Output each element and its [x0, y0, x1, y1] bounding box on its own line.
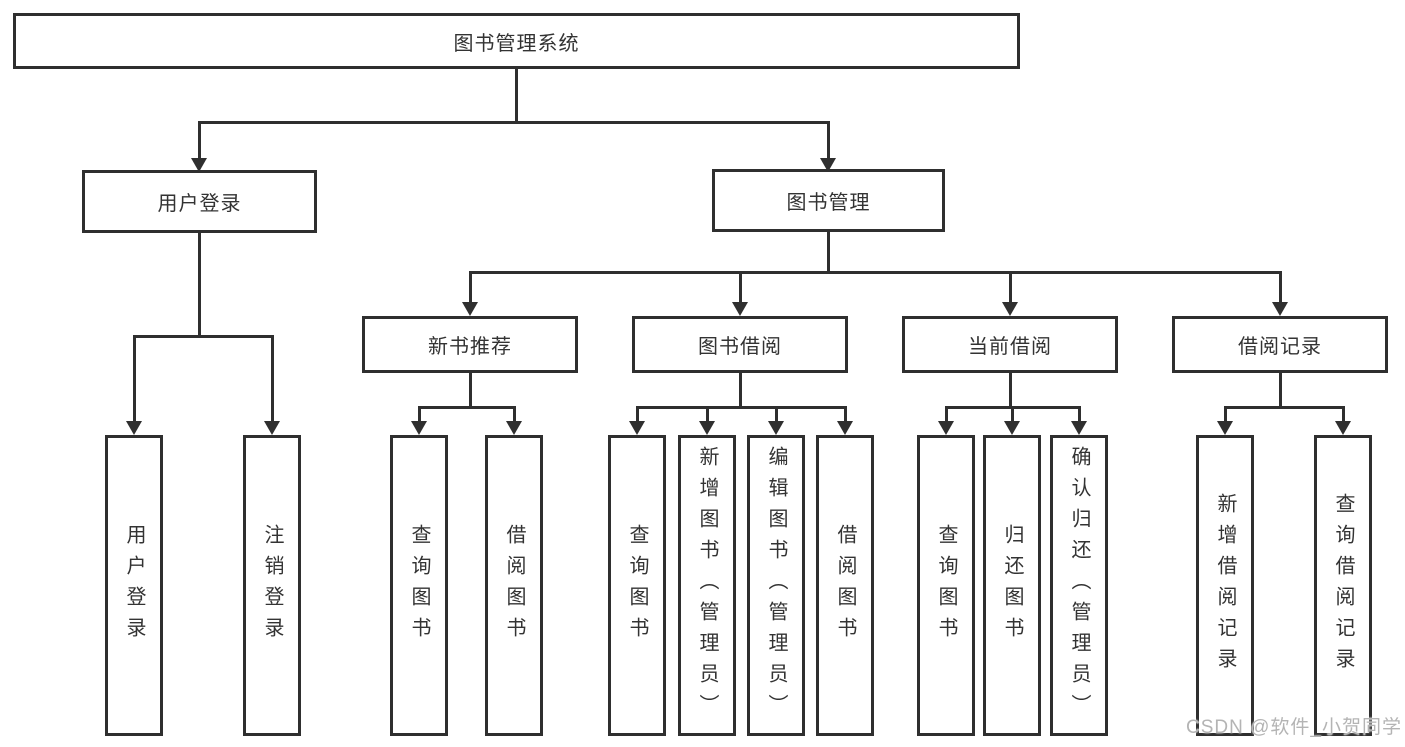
arrowhead-down — [191, 158, 207, 172]
arrowhead-down — [732, 302, 748, 316]
node-label: 借阅图书 — [503, 523, 525, 648]
connector-vline — [469, 373, 472, 409]
node-label: 归还图书 — [1001, 523, 1023, 648]
arrowhead-down — [938, 421, 954, 435]
connector-hline — [418, 406, 516, 409]
node-new-book-recommend: 新书推荐 — [362, 316, 578, 373]
node-library-system: 图书管理系统 — [13, 13, 1020, 69]
leaf-edit-book-admin: 编辑图书（管理员） — [747, 435, 805, 736]
arrowhead-down — [126, 421, 142, 435]
node-user-login: 用户登录 — [82, 170, 317, 233]
connector-vline — [1342, 406, 1345, 421]
connector-vline — [636, 406, 639, 421]
leaf-add-book-admin: 新增图书（管理员） — [678, 435, 736, 736]
arrowhead-down — [1004, 421, 1020, 435]
node-label: 借阅图书 — [834, 523, 856, 648]
connector-vline — [775, 406, 778, 421]
arrowhead-down — [1335, 421, 1351, 435]
node-book-management: 图书管理 — [712, 169, 945, 232]
arrowhead-down — [1002, 302, 1018, 316]
node-label: 新增借阅记录 — [1214, 492, 1236, 679]
node-label: 查询图书 — [408, 523, 430, 648]
connector-vline — [827, 121, 830, 158]
connector-vline — [513, 406, 516, 421]
connector-vline — [469, 271, 472, 302]
leaf-return-books: 归还图书 — [983, 435, 1041, 736]
leaf-confirm-return-admin: 确认归还（管理员） — [1050, 435, 1108, 736]
node-label: 确认归还（管理员） — [1068, 446, 1090, 725]
connector-vline — [739, 271, 742, 302]
node-current-borrow: 当前借阅 — [902, 316, 1118, 373]
leaf-add-borrow-record: 新增借阅记录 — [1196, 435, 1254, 736]
connector-vline — [133, 335, 136, 421]
arrowhead-down — [820, 158, 836, 172]
leaf-user-login: 用户登录 — [105, 435, 163, 736]
leaf-query-books-recommend: 查询图书 — [390, 435, 448, 736]
arrowhead-down — [462, 302, 478, 316]
connector-vline — [1078, 406, 1081, 421]
node-label: 新增图书（管理员） — [696, 446, 718, 725]
leaf-borrow-books: 借阅图书 — [816, 435, 874, 736]
connector-vline — [198, 121, 201, 158]
leaf-query-books-current: 查询图书 — [917, 435, 975, 736]
watermark: CSDN @软件_小贺同学 — [1186, 717, 1402, 738]
arrowhead-down — [1071, 421, 1087, 435]
connector-vline — [1279, 373, 1282, 409]
connector-vline — [844, 406, 847, 421]
connector-hline — [469, 271, 1282, 274]
connector-vline — [515, 69, 518, 124]
node-label: 当前借阅 — [968, 336, 1052, 358]
node-label: 图书管理 — [786, 192, 871, 214]
arrowhead-down — [768, 421, 784, 435]
node-label: 新书推荐 — [428, 336, 512, 358]
leaf-query-books-borrow: 查询图书 — [608, 435, 666, 736]
connector-vline — [1009, 271, 1012, 302]
connector-hline — [198, 121, 830, 124]
leaf-borrow-books-recommend: 借阅图书 — [485, 435, 543, 736]
connector-vline — [1224, 406, 1227, 421]
connector-vline — [706, 406, 709, 421]
connector-vline — [945, 406, 948, 421]
connector-hline — [1224, 406, 1345, 409]
arrowhead-down — [506, 421, 522, 435]
connector-vline — [1009, 373, 1012, 409]
node-label: 用户登录 — [157, 193, 242, 215]
arrowhead-down — [629, 421, 645, 435]
connector-vline — [271, 335, 274, 421]
node-label: 查询借阅记录 — [1332, 492, 1354, 679]
node-label: 编辑图书（管理员） — [765, 446, 787, 725]
connector-vline — [198, 233, 201, 338]
node-label: 查询图书 — [935, 523, 957, 648]
arrowhead-down — [699, 421, 715, 435]
arrowhead-down — [837, 421, 853, 435]
node-label: 借阅记录 — [1238, 336, 1322, 358]
node-label: 用户登录 — [123, 523, 145, 648]
node-label: 查询图书 — [626, 523, 648, 648]
node-book-borrow: 图书借阅 — [632, 316, 848, 373]
connector-vline — [418, 406, 421, 421]
connector-vline — [827, 232, 830, 274]
node-label: 图书借阅 — [698, 336, 782, 358]
node-borrow-records: 借阅记录 — [1172, 316, 1388, 373]
leaf-query-borrow-record: 查询借阅记录 — [1314, 435, 1372, 736]
node-label: 图书管理系统 — [453, 32, 580, 55]
connector-vline — [1279, 271, 1282, 302]
leaf-logout: 注销登录 — [243, 435, 301, 736]
arrowhead-down — [264, 421, 280, 435]
node-label: 注销登录 — [261, 523, 283, 648]
arrowhead-down — [1217, 421, 1233, 435]
connector-vline — [739, 373, 742, 409]
connector-hline — [133, 335, 274, 338]
arrowhead-down — [411, 421, 427, 435]
connector-vline — [1011, 406, 1014, 421]
connector-hline — [636, 406, 847, 409]
arrowhead-down — [1272, 302, 1288, 316]
